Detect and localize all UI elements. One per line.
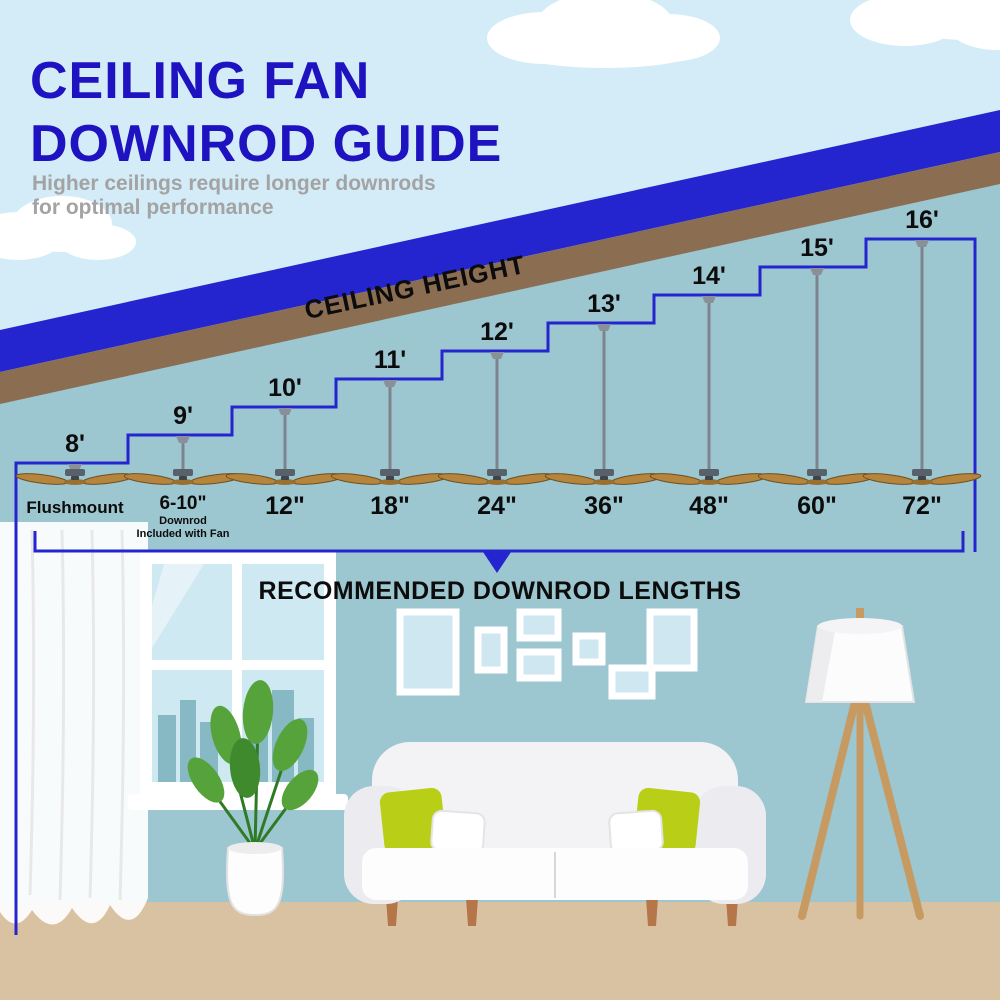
downrod-length-label: 6-10" Downrod Included with Fan: [123, 493, 243, 540]
ceiling-height-value: 16': [905, 206, 939, 234]
downrod-length-bracket: [33, 531, 965, 553]
roof-blue-band: [0, 110, 1000, 372]
down-arrow-icon: [483, 552, 511, 573]
downrod-length-label: 48": [689, 492, 729, 520]
room-floor: [0, 902, 1000, 1000]
downrod-length-label: 60": [797, 492, 837, 520]
recommended-downrod-lengths-label: RECOMMENDED DOWNROD LENGTHS: [258, 577, 742, 605]
ceiling-height-value: 15': [800, 234, 834, 262]
floor-lamp: [798, 608, 924, 920]
ceiling-fan: [544, 324, 664, 485]
ceiling-fans-layer: [15, 240, 982, 485]
ceiling-fan: [862, 240, 982, 485]
ceiling-height-step-line: [14, 237, 977, 935]
downrod-sub-label: Downrod: [159, 514, 207, 527]
page-title-line1: CEILING FAN: [30, 52, 371, 110]
ceiling-height-value: 8': [65, 430, 85, 458]
downrod-length-label: 36": [584, 492, 624, 520]
page-subtitle-line1: Higher ceilings require longer downrods: [32, 172, 436, 195]
roof-brown-band: [0, 152, 1000, 404]
picture-frames: [396, 608, 698, 700]
ceiling-height-value: 11': [373, 346, 407, 374]
downrod-length-label: Flushmount: [26, 498, 124, 517]
page-title-line2: DOWNROD GUIDE: [30, 115, 503, 173]
sofa-pillows: [379, 787, 701, 855]
sofa: [344, 742, 766, 926]
downrod-length-label: 24": [477, 492, 517, 520]
ceiling-height-value: 14': [692, 262, 726, 290]
downrod-length-label: 72": [902, 492, 942, 520]
downrod-sub-label: Included with Fan: [136, 527, 230, 540]
ceiling-height-value: 9': [173, 402, 193, 430]
cloud-icon: [487, 0, 720, 68]
ceiling-height-value: 12': [480, 318, 514, 346]
cloud-icon: [0, 196, 136, 260]
downrod-length-value: 6-10": [159, 493, 207, 514]
ceiling-fan: [649, 296, 769, 485]
ceiling-fan: [437, 352, 557, 485]
sofa-legs: [386, 898, 738, 926]
downrod-length-label: 18": [370, 492, 410, 520]
downrod-length-label: 12": [265, 492, 305, 520]
potted-plant: [187, 680, 319, 917]
ceiling-height-value: 13': [587, 290, 621, 318]
page-subtitle-line2: for optimal performance: [32, 196, 274, 219]
cloud-icon: [850, 0, 1000, 50]
ceiling-height-value: 10': [268, 374, 302, 402]
curtain: [0, 522, 148, 925]
ceiling-fan: [225, 408, 345, 485]
